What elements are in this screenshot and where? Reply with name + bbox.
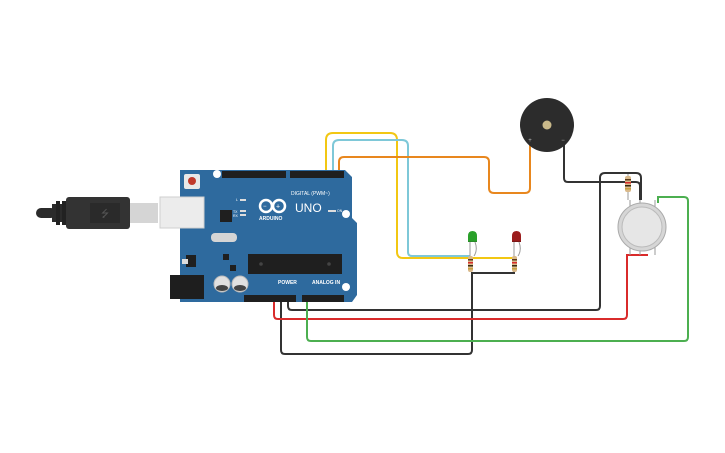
buzzer-plus-label: + bbox=[528, 138, 532, 144]
usb-icon: ⭍ bbox=[101, 208, 109, 220]
svg-text:+: + bbox=[276, 204, 280, 211]
power-header[interactable] bbox=[244, 295, 296, 302]
piezo-buzzer[interactable]: + − bbox=[520, 98, 574, 152]
analog-label: ANALOG IN bbox=[312, 280, 340, 286]
resistor-green-led[interactable] bbox=[468, 256, 473, 272]
gas-sensor[interactable] bbox=[617, 200, 667, 255]
l-label: L bbox=[236, 198, 238, 202]
wire-yellow[interactable] bbox=[325, 132, 515, 259]
analog-header[interactable] bbox=[302, 295, 344, 302]
usb-chip bbox=[220, 210, 232, 222]
svg-text:−: − bbox=[263, 204, 267, 210]
model-label: UNO bbox=[295, 201, 322, 215]
wire-green-a0[interactable] bbox=[306, 196, 689, 342]
resistor-sensor[interactable] bbox=[625, 174, 631, 200]
tx-label: TX bbox=[233, 210, 238, 214]
wire-black-buzzer[interactable] bbox=[563, 140, 641, 200]
wire-red-5v[interactable] bbox=[273, 254, 648, 320]
wire-orange[interactable] bbox=[338, 140, 531, 194]
led-red[interactable] bbox=[512, 231, 521, 258]
rx-label: RX bbox=[233, 214, 239, 218]
wire-cyan[interactable] bbox=[332, 139, 470, 257]
digital-header-left[interactable] bbox=[222, 171, 286, 178]
wire-black-gnd-leds[interactable] bbox=[280, 270, 515, 355]
crystal bbox=[211, 233, 237, 242]
led-green[interactable] bbox=[468, 231, 477, 258]
brand-label: ARDUINO bbox=[259, 216, 282, 222]
arduino-logo-icon: − + bbox=[258, 198, 287, 214]
wire-black-gnd-sensor[interactable] bbox=[287, 172, 642, 311]
voltage-regulator bbox=[186, 255, 196, 267]
power-label: POWER bbox=[278, 280, 297, 286]
digital-header-right[interactable] bbox=[290, 171, 344, 178]
resistor-red-led[interactable] bbox=[512, 256, 517, 272]
atmega-chip bbox=[248, 254, 342, 274]
on-label: ON bbox=[337, 209, 343, 213]
buzzer-minus-label: − bbox=[561, 138, 565, 144]
power-jack bbox=[170, 275, 204, 299]
digital-label: DIGITAL (PWM~) bbox=[291, 191, 330, 197]
arduino-uno-board[interactable]: DIGITAL (PWM~) − + UNO ARDUINO TX RX L O… bbox=[159, 170, 357, 302]
